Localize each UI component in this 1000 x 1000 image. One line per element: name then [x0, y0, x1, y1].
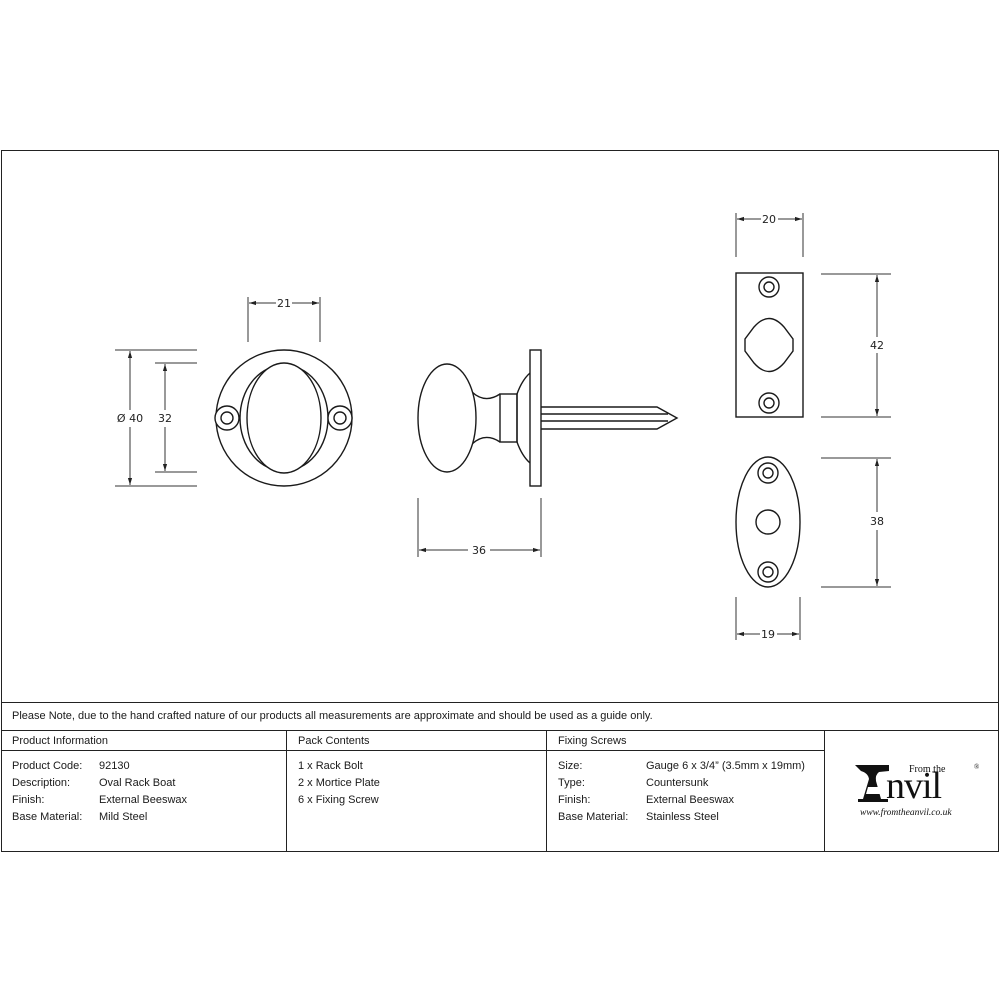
row-label: Base Material:	[558, 811, 629, 823]
registered-icon: ®	[974, 763, 980, 771]
logo-url: www.fromtheanvil.co.uk	[860, 808, 952, 818]
from-the-anvil-logo: From the nvil ® www.fromtheanvil.co.uk	[855, 761, 985, 821]
screw-row-finish: Finish: External Beeswax	[558, 792, 824, 809]
escutcheon-front-view	[214, 349, 353, 487]
oval-plate-dimensions	[735, 457, 891, 640]
escutcheon-dimensions	[115, 297, 321, 487]
info-row-description: Description: Oval Rack Boat	[12, 775, 286, 792]
dim-plate-height-label: 42	[870, 339, 884, 352]
screw-row-base-material: Base Material: Stainless Steel	[558, 809, 824, 826]
row-label: Product Code:	[12, 760, 83, 772]
fixing-screws-column: Fixing Screws Size: Gauge 6 x 3/4” (3.5m…	[546, 731, 824, 851]
row-value: Gauge 6 x 3/4” (3.5mm x 19mm)	[646, 760, 805, 772]
row-label: Finish:	[12, 794, 45, 806]
dim-inner-height-label: 32	[158, 412, 172, 425]
logo-column: From the nvil ® www.fromtheanvil.co.uk	[824, 731, 998, 851]
row-label: Type:	[558, 777, 585, 789]
screw-row-size: Size: Gauge 6 x 3/4” (3.5mm x 19mm)	[558, 758, 824, 775]
keep-plate-dimensions	[735, 213, 891, 418]
drawing-sheet-frame	[1, 150, 999, 852]
row-value: Mild Steel	[99, 811, 148, 823]
row-value: External Beeswax	[99, 794, 188, 806]
fixing-screws-heading: Fixing Screws	[547, 731, 824, 751]
pack-contents-column: Pack Contents 1 x Rack Bolt 2 x Mortice …	[286, 731, 546, 851]
rectangular-mortice-plate	[735, 272, 804, 418]
info-row-product-code: Product Code: 92130	[12, 758, 286, 775]
dim-length-label: 36	[472, 544, 486, 557]
info-row-base-material: Base Material: Mild Steel	[12, 809, 286, 826]
measurement-note: Please Note, due to the hand crafted nat…	[1, 702, 998, 731]
row-value: 92130	[99, 760, 130, 772]
info-table: Product Information Product Code: 92130 …	[1, 731, 998, 851]
row-value: Oval Rack Boat	[99, 777, 176, 789]
knob-dimensions	[417, 498, 542, 557]
dim-plate-width-label: 20	[762, 213, 776, 226]
screw-row-type: Type: Countersunk	[558, 775, 824, 792]
row-value: Stainless Steel	[646, 811, 719, 823]
pack-item: 2 x Mortice Plate	[298, 777, 380, 789]
product-information-column: Product Information Product Code: 92130 …	[1, 731, 286, 851]
logo-brand-text: nvil	[886, 765, 942, 807]
rack-bolt-side-view	[417, 349, 679, 487]
product-information-heading: Product Information	[1, 731, 286, 751]
dim-oval-height-label: 38	[870, 515, 884, 528]
row-label: Finish:	[558, 794, 591, 806]
row-label: Description:	[12, 777, 71, 789]
dim-oval-width-label: 21	[277, 297, 291, 310]
row-label: Size:	[558, 760, 583, 772]
oval-mortice-plate	[735, 456, 801, 588]
pack-item: 6 x Fixing Screw	[298, 794, 379, 806]
row-value: External Beeswax	[646, 794, 735, 806]
anvil-icon	[855, 765, 889, 802]
row-label: Base Material:	[12, 811, 83, 823]
info-row-finish: Finish: External Beeswax	[12, 792, 286, 809]
pack-contents-heading: Pack Contents	[287, 731, 546, 751]
logo-from-the: From the	[909, 764, 946, 775]
pack-item: 1 x Rack Bolt	[298, 760, 363, 772]
dim-oval-width-label: 19	[761, 628, 775, 641]
dim-diameter-label: Ø 40	[117, 412, 143, 425]
row-value: Countersunk	[646, 777, 709, 789]
